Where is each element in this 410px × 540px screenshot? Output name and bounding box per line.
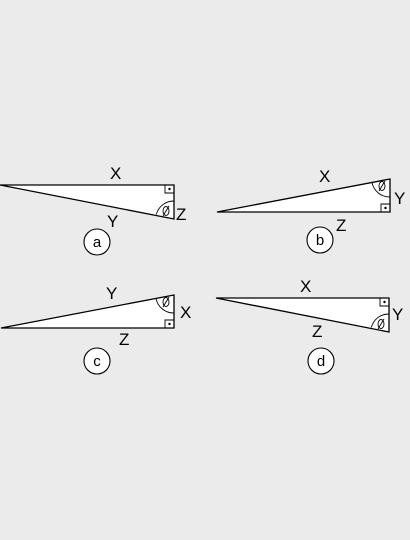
option-letter-circle-d[interactable] bbox=[307, 347, 335, 375]
theta-angle-mark-d bbox=[370, 313, 390, 328]
triangle-d bbox=[215, 297, 390, 333]
side-label-b-hypotenuse: X bbox=[319, 167, 330, 186]
right-angle-mark-d bbox=[379, 298, 389, 307]
option-c[interactable]: Y X Z c bbox=[0, 284, 191, 375]
right-angle-mark-b bbox=[380, 203, 390, 212]
theta-slash-a bbox=[162, 205, 170, 217]
option-letter-b: b bbox=[316, 232, 324, 249]
theta-angle-mark-a bbox=[155, 200, 175, 215]
theta-ellipse-d bbox=[377, 319, 385, 329]
side-label-c-vertical: X bbox=[180, 303, 191, 322]
theta-slash-b bbox=[378, 180, 386, 192]
side-label-a-hypotenuse: Y bbox=[107, 212, 118, 231]
side-label-a-top: X bbox=[110, 164, 121, 183]
theta-ellipse-b bbox=[378, 181, 386, 191]
right-angle-dot-a bbox=[168, 187, 171, 191]
option-a[interactable]: X Y Z a bbox=[0, 164, 186, 256]
side-label-a-vertical: Z bbox=[176, 205, 186, 224]
right-angle-mark-c bbox=[164, 319, 174, 328]
side-label-d-hypotenuse: Z bbox=[312, 322, 322, 341]
side-label-c-hypotenuse: Y bbox=[106, 284, 117, 303]
theta-angle-mark-b bbox=[371, 182, 391, 198]
triangle-a bbox=[0, 184, 175, 220]
option-letter-c: c bbox=[93, 353, 101, 370]
theta-ellipse-a bbox=[162, 206, 170, 216]
right-angle-mark-a bbox=[164, 185, 174, 194]
option-letter-circle-c[interactable] bbox=[83, 347, 111, 375]
option-letter-circle-a[interactable] bbox=[83, 228, 111, 256]
triangle-c bbox=[0, 294, 175, 329]
theta-slash-d bbox=[377, 318, 385, 330]
side-label-b-vertical: Y bbox=[394, 189, 405, 208]
option-letter-a: a bbox=[93, 234, 102, 251]
theta-ellipse-c bbox=[162, 297, 170, 307]
theta-slash-c bbox=[162, 296, 170, 308]
triangle-b bbox=[216, 178, 391, 213]
side-label-b-bottom: Z bbox=[336, 216, 346, 235]
side-label-d-top: X bbox=[300, 277, 311, 296]
side-label-c-bottom: Z bbox=[119, 330, 129, 349]
option-letter-d: d bbox=[317, 353, 325, 370]
right-angle-dot-b bbox=[384, 206, 387, 210]
option-d[interactable]: X Y Z d bbox=[215, 277, 403, 375]
side-label-d-vertical: Y bbox=[392, 305, 403, 324]
right-angle-dot-c bbox=[168, 322, 171, 326]
option-letter-circle-b[interactable] bbox=[306, 226, 334, 254]
theta-angle-mark-c bbox=[155, 298, 175, 314]
option-b[interactable]: X Y Z b bbox=[216, 167, 405, 254]
right-angle-dot-d bbox=[383, 300, 386, 304]
